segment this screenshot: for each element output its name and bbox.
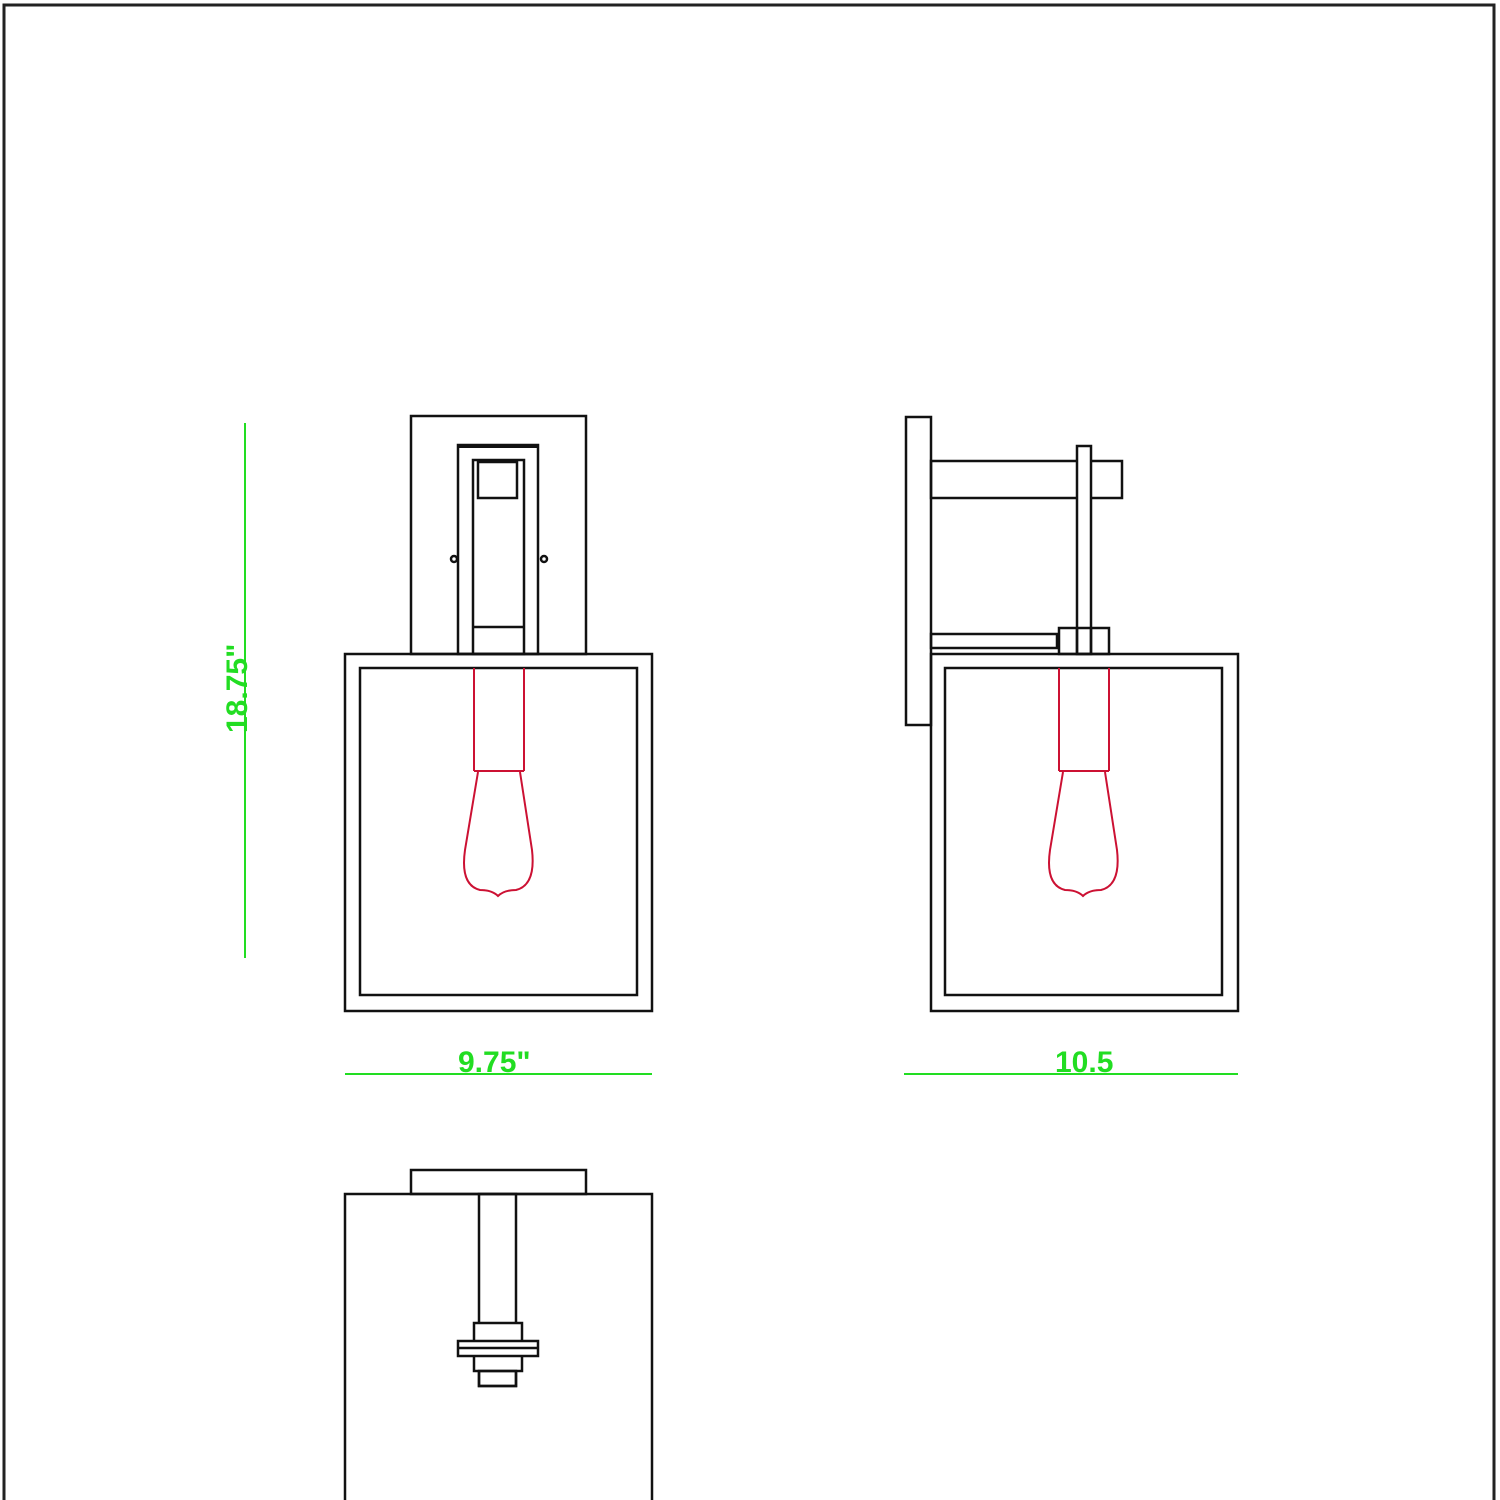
lantern-outer	[343, 652, 654, 1013]
side-depth-dimension-label: 10.5	[1055, 1046, 1113, 1079]
lantern-outer	[929, 652, 1240, 1013]
lantern-inner	[943, 666, 1224, 997]
backplate	[409, 414, 588, 656]
arm-cap	[476, 460, 519, 500]
bulb	[1048, 668, 1119, 898]
wall-plate	[904, 415, 933, 727]
backplate	[409, 1168, 588, 1196]
arm	[929, 459, 1124, 500]
arm-end	[477, 1369, 518, 1388]
arm-outer	[456, 443, 540, 656]
screw-right	[539, 554, 549, 564]
screw-left	[449, 554, 459, 564]
hanger-rod	[1075, 444, 1093, 656]
side-view	[904, 415, 1240, 1013]
lantern-inner	[358, 666, 639, 997]
height-dimension-label: 18.75"	[221, 644, 254, 733]
bulb	[463, 668, 534, 898]
dimensions	[244, 423, 1238, 1075]
top-view	[343, 1168, 654, 1500]
front-view	[343, 414, 654, 1013]
drawing-frame	[2, 3, 1496, 1500]
lower-brace	[929, 632, 1059, 650]
front-width-dimension-label: 9.75"	[458, 1046, 531, 1079]
